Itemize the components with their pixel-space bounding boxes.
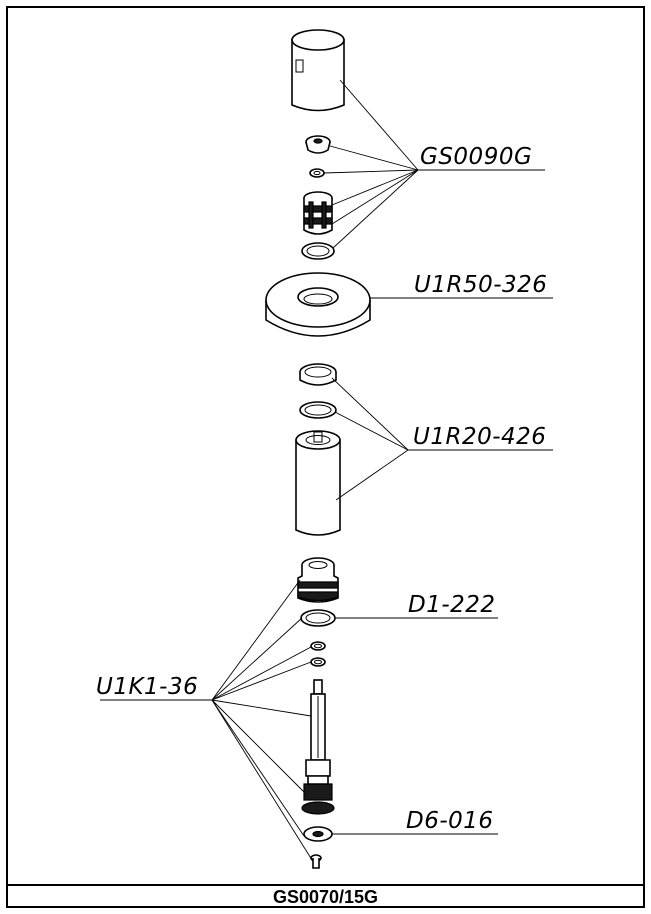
label-u1k1-36: U1K1-36 <box>96 674 198 700</box>
screw-part <box>310 854 322 869</box>
label-d1-222: D1-222 <box>408 592 496 618</box>
small-oring-1-part <box>310 641 326 651</box>
sleeve-part <box>295 430 341 536</box>
footer-divider <box>6 884 645 886</box>
threaded-insert-part <box>303 191 333 235</box>
spindle-part <box>301 679 335 815</box>
tiny-oring-part <box>309 168 325 178</box>
flange-disc-part <box>265 272 371 337</box>
leader-lines <box>100 79 553 861</box>
cap-part <box>291 29 345 112</box>
label-gs0090g: GS0090G <box>420 144 532 170</box>
oring-d1-222-part <box>300 609 336 627</box>
washer-d6-016-part <box>303 826 333 842</box>
label-d6-016: D6-016 <box>406 808 494 834</box>
drawing-code: GS0070/15G <box>272 887 379 907</box>
split-ring-part <box>299 363 337 386</box>
oring-upper-part <box>301 242 335 260</box>
small-nut-part <box>305 135 331 154</box>
oring-middle-part <box>299 401 337 419</box>
small-oring-2-part <box>310 657 326 667</box>
label-u1r50-326: U1R50-326 <box>414 272 547 298</box>
label-u1r20-426: U1R20-426 <box>413 424 546 450</box>
drawing-frame <box>6 6 645 908</box>
headpart-body-part <box>297 557 339 603</box>
